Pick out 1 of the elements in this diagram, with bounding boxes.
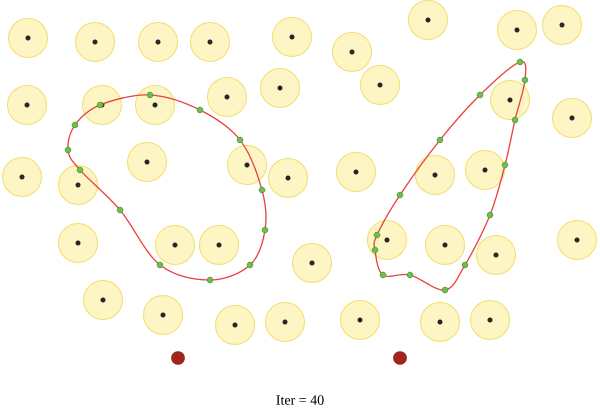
caption: Iter = 40 (276, 395, 324, 405)
